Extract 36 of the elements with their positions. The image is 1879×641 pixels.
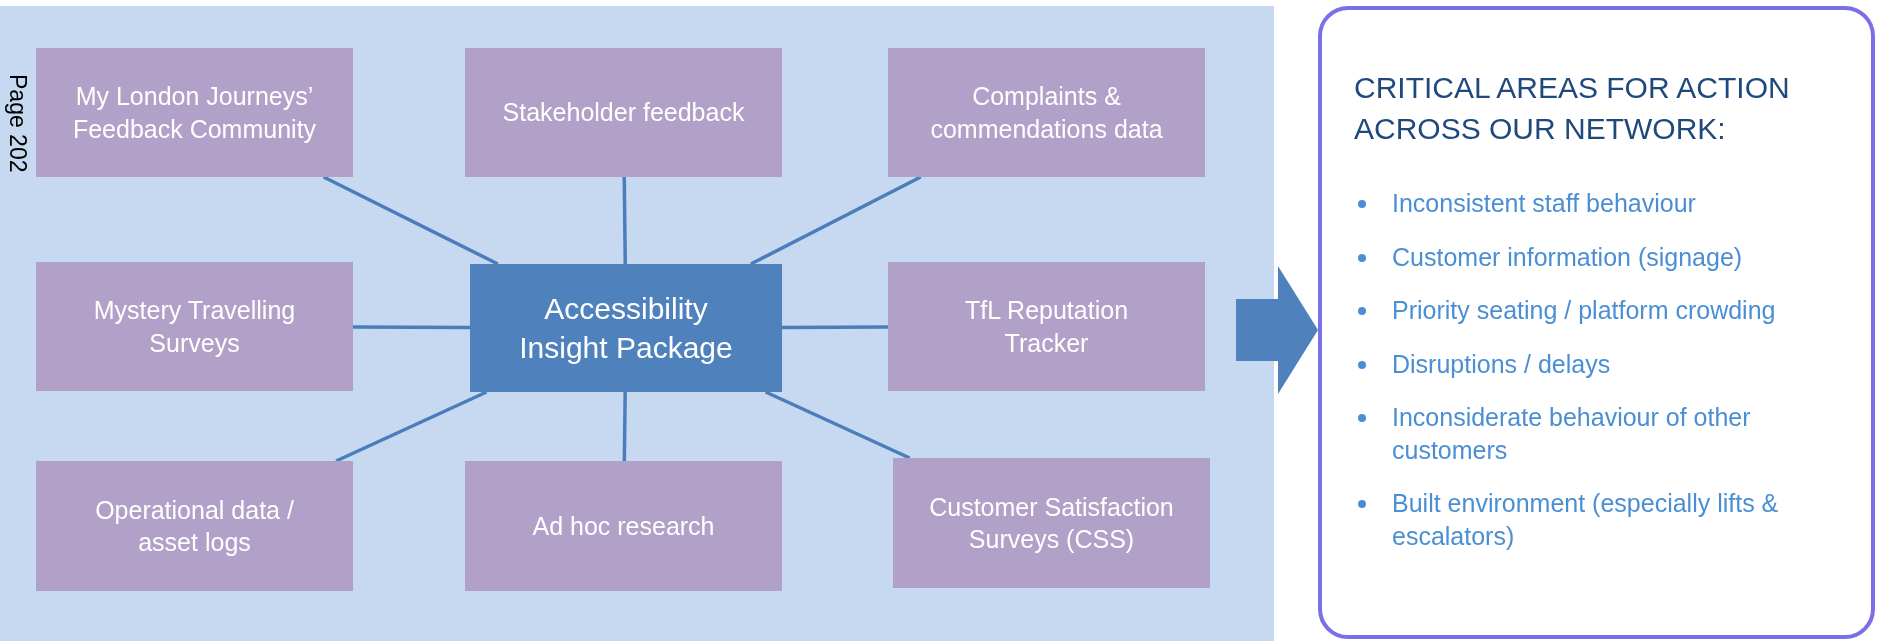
bullet-text: Priority seating / platform crowding [1392,296,1776,324]
box-label: TfL Reputation Tracker [963,295,1130,359]
box-label: Complaints & commendations data [929,81,1164,145]
source-box [36,48,353,177]
box-label: My London Journeys’ Feedback Community [71,81,318,145]
connector-line [782,325,888,330]
source-box [36,262,353,391]
bullet-text: Inconsistent staff behaviour [1392,189,1696,217]
connector-line [622,392,627,462]
bullet-text: Built environment (especially lifts & escalators) [1392,489,1779,550]
box-label: Operational data / asset logs [94,494,295,558]
heading: CRITICAL AREAS FOR ACTION ACROSS OUR NETWORK: [1354,70,1791,147]
source-box [465,48,782,177]
rounded-box [1318,6,1875,639]
source-box [36,461,353,591]
connector-line [750,175,922,266]
source-box [888,48,1205,177]
bullet-text: Customer information (signage) [1392,242,1743,271]
connector-line [335,390,488,463]
hub-box [470,264,782,392]
box-label: Accessibility Insight Package [518,291,734,366]
connector-line [322,175,499,266]
bullet-text: Inconsiderate behaviour of other customers [1392,403,1751,464]
source-box [465,461,782,591]
box-label: Ad hoc research [532,510,715,542]
block-arrow [1236,266,1318,394]
box-label: Mystery Travelling Surveys [92,295,297,359]
connector-line [764,390,911,460]
box-label: Stakeholder feedback [502,97,745,129]
page-number: Page 202 [4,74,31,173]
source-box [893,458,1210,588]
source-box [888,262,1205,391]
connector-line [622,177,627,265]
bullet-text: Disruptions / delays [1392,349,1611,378]
connector-line [353,325,470,330]
box-label: Customer Satisfaction Surveys (CSS) [928,491,1175,555]
